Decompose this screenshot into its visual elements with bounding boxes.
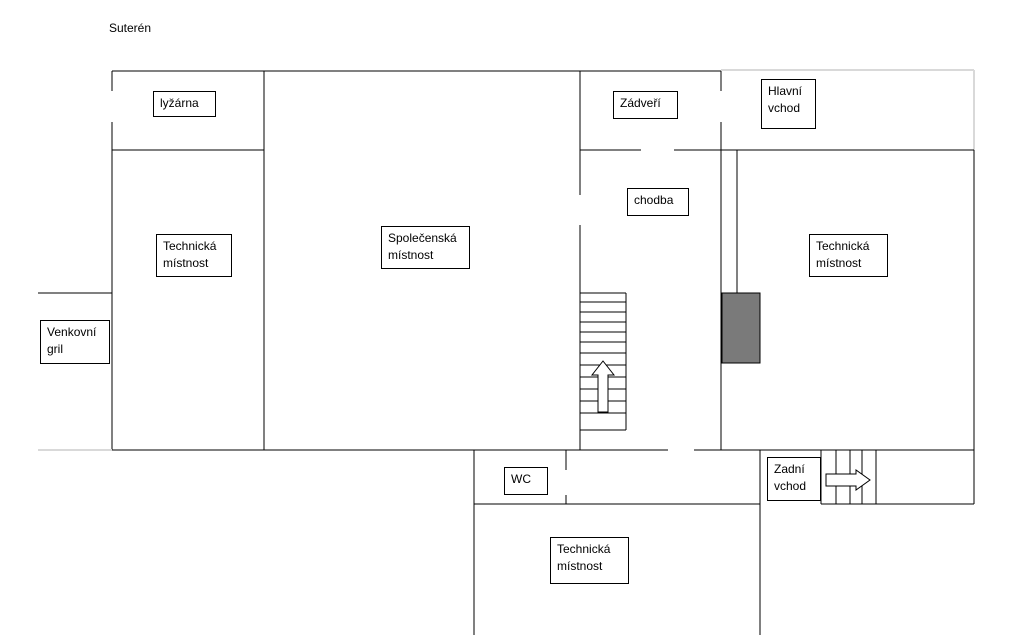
column-block (721, 292, 761, 364)
room-label-chodba: chodba (627, 188, 689, 216)
room-label-wc: WC (504, 467, 548, 495)
room-label-spolecenska: Společenská místnost (381, 226, 470, 269)
floor-title: Suterén (109, 21, 152, 35)
room-label-tech-bottom: Technická místnost (550, 537, 629, 584)
room-label-lyzarna: lyžárna (153, 91, 216, 117)
walls (38, 69, 975, 635)
stairs-up-arrow-icon (590, 360, 616, 413)
room-label-zadni-vchod: Zadní vchod (767, 457, 821, 501)
room-label-hlavni-vchod: Hlavní vchod (761, 79, 816, 129)
room-label-tech-left: Technická místnost (156, 234, 232, 277)
room-label-tech-right: Technická místnost (809, 234, 888, 277)
room-label-venkovni-gril: Venkovní gril (40, 320, 110, 364)
stairs-right-arrow-icon (825, 469, 871, 491)
room-label-zadveri: Zádveří (613, 91, 678, 119)
